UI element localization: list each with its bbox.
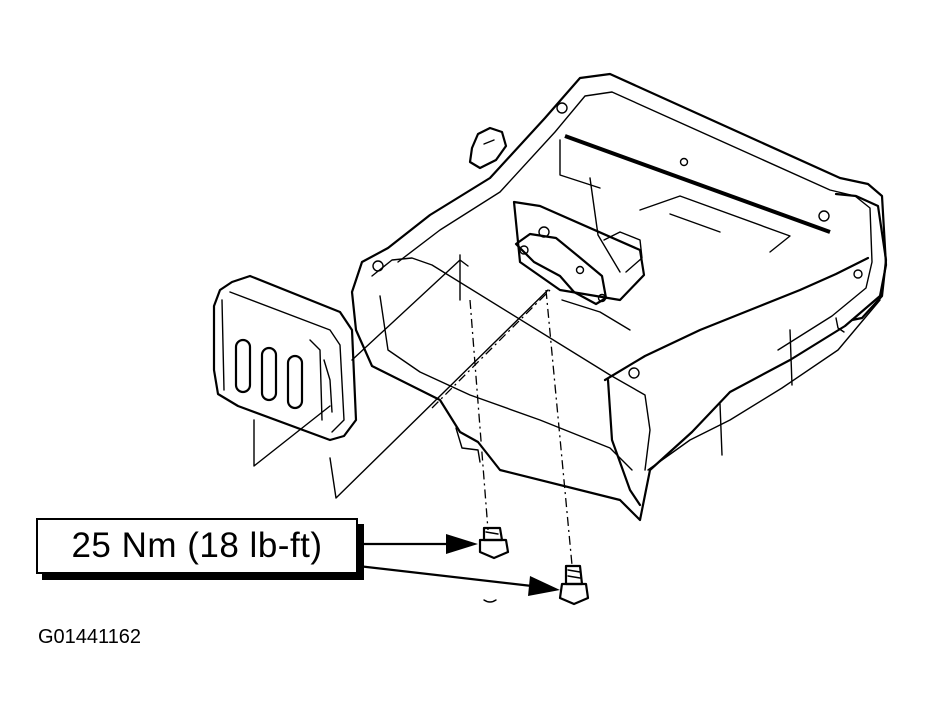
trim-cover [212, 274, 358, 442]
torque-label: 25 Nm (18 lb-ft) [71, 526, 323, 565]
hex-bolt-lower [558, 564, 590, 606]
seat-frame-assembly [350, 72, 888, 522]
torque-callout: 25 Nm (18 lb-ft) [36, 518, 358, 574]
hex-bolt-upper [478, 526, 510, 560]
figure-id-label: G01441162 [38, 626, 142, 648]
bolt-hole-mark [483, 599, 497, 603]
leader-arrow-upper [446, 534, 478, 554]
explode-lines [253, 254, 573, 566]
leader-arrows [356, 534, 560, 596]
leader-arrow-lower [528, 576, 560, 596]
